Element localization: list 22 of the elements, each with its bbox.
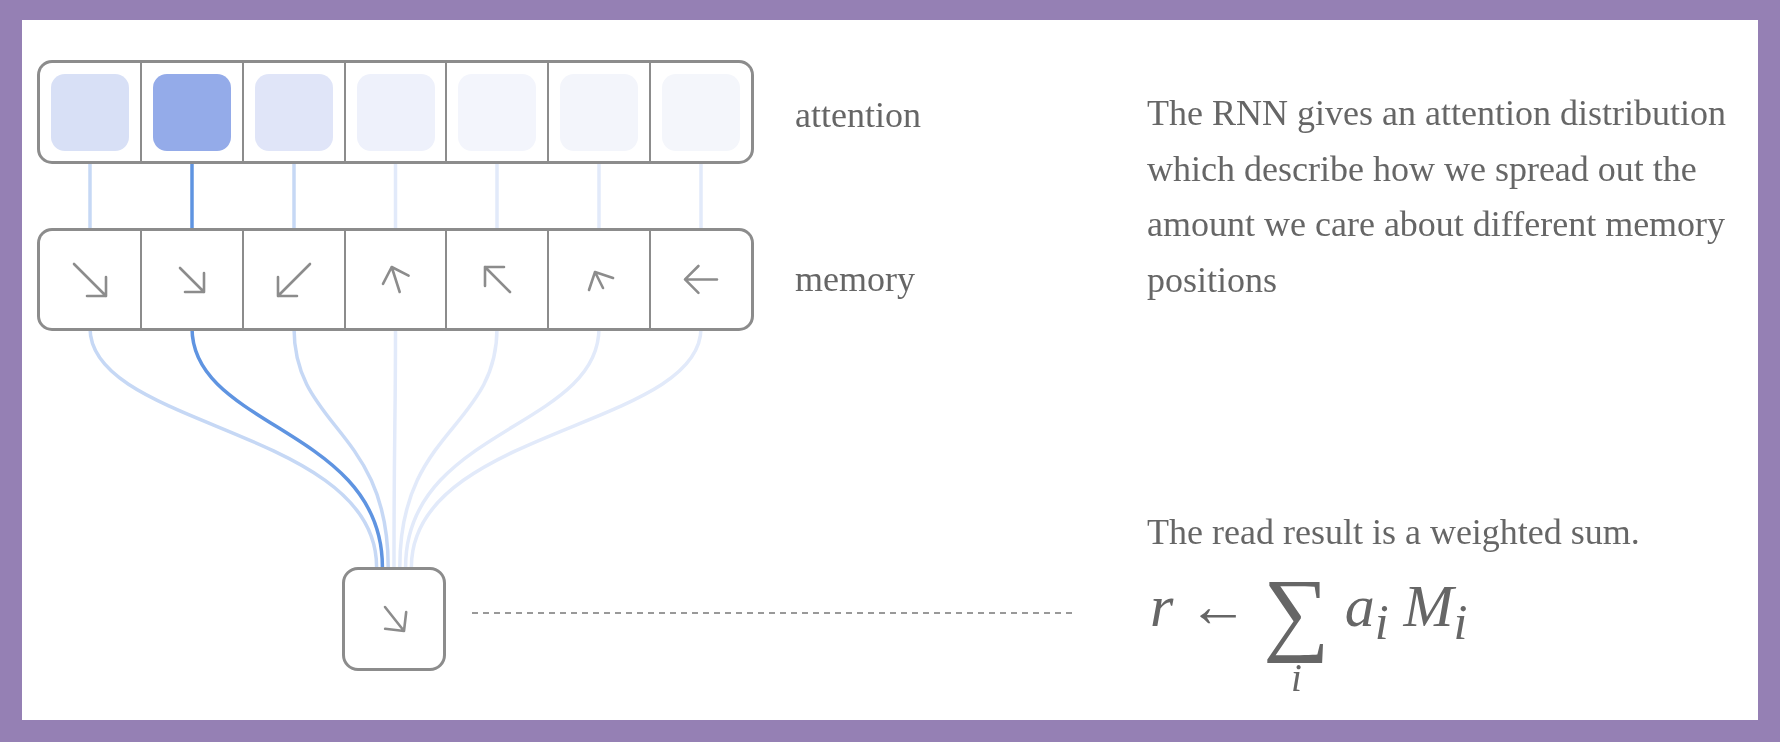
memory-cell <box>142 231 242 328</box>
result-box <box>342 567 446 671</box>
row-label: memory <box>795 258 915 301</box>
row-label: attention <box>795 94 921 137</box>
cell-strip <box>37 228 754 331</box>
memory-cell <box>346 231 445 328</box>
description-text: The RNN gives an attention distribution which describe how we spread out the amount we care about different memory positions <box>1147 92 1727 302</box>
attention-cell <box>346 63 445 161</box>
description-text: The read result is a weighted sum. <box>1147 511 1641 554</box>
memory-cell <box>244 231 344 328</box>
cell-strip <box>37 60 754 164</box>
memory-cell <box>549 231 649 328</box>
attention-cell <box>142 63 242 161</box>
memory-cell <box>447 231 547 328</box>
memory-cell <box>651 231 751 328</box>
attention-cell <box>549 63 649 161</box>
dashed-line <box>471 612 1073 614</box>
attention-cell <box>244 63 344 161</box>
attention-cell <box>447 63 547 161</box>
memory-cell <box>40 231 140 328</box>
attention-cell <box>40 63 140 161</box>
attention-cell <box>651 63 751 161</box>
